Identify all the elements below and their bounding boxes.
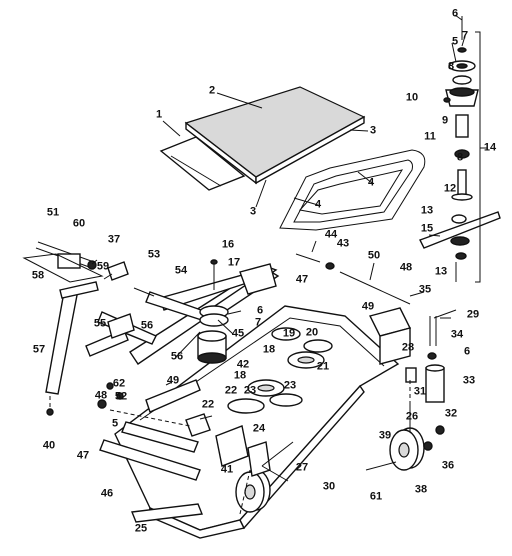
callout-46: 46 [100,487,114,500]
callout-16: 16 [221,238,235,251]
callout-47: 47 [295,273,309,286]
callout-30: 30 [322,480,336,493]
callout-26: 26 [405,410,419,423]
callout-9: 9 [441,114,449,127]
callout-28: 28 [401,341,415,354]
callout-5: 5 [111,417,119,430]
callout-29: 29 [466,308,480,321]
callout-37: 37 [107,233,121,246]
callout-61: 61 [369,490,383,503]
guide-lines [49,380,411,515]
leader-lines [91,14,487,482]
callout-56: 56 [140,319,154,332]
callout-23: 23 [243,384,257,397]
callout-6: 6 [463,345,471,358]
callout-57: 57 [32,343,46,356]
callout-20: 20 [305,326,319,339]
callout-3: 3 [369,124,377,137]
caster-wheel-left [235,441,271,513]
callout-49: 49 [166,374,180,387]
callout-6: 6 [256,304,264,317]
callout-18: 18 [262,343,276,356]
callout-10: 10 [405,91,419,104]
callout-62: 62 [112,377,126,390]
callout-12: 12 [443,182,457,195]
callout-8: 8 [456,151,464,164]
callout-54: 54 [174,264,188,277]
under-deck-pulleys [227,327,333,414]
callout-24: 24 [252,422,266,435]
callout-4: 4 [367,176,375,189]
callout-4: 4 [314,198,322,211]
front-frame [99,379,249,481]
callout-7: 7 [461,29,469,42]
callout-36: 36 [441,459,455,472]
callout-8: 8 [447,60,455,73]
drive-belts [279,149,426,231]
callout-33: 33 [462,374,476,387]
callout-60: 60 [72,217,86,230]
callout-6: 6 [451,7,459,20]
callout-49: 49 [361,300,375,313]
hardware [46,253,457,523]
callout-38: 38 [414,483,428,496]
callout-44: 44 [324,228,338,241]
callout-45: 45 [231,327,245,340]
callout-35: 35 [418,283,432,296]
callout-5: 5 [451,35,459,48]
callout-32: 32 [444,407,458,420]
center-pulley-assembly [197,305,229,364]
callout-2: 2 [208,84,216,97]
callout-14: 14 [483,141,497,154]
callout-48: 48 [94,389,108,402]
callout-13: 13 [420,204,434,217]
right-bracket [368,307,445,403]
callout-21: 21 [316,360,330,373]
callout-42: 42 [236,358,250,371]
callout-22: 22 [224,384,238,397]
callout-39: 39 [378,429,392,442]
callout-48: 48 [399,261,413,274]
callout-1: 1 [155,108,163,121]
callout-7: 7 [254,316,262,329]
callout-3: 3 [249,205,257,218]
callout-41: 41 [220,463,234,476]
callout-59: 59 [96,260,110,273]
callout-25: 25 [134,522,148,535]
callout-17: 17 [227,256,241,269]
callout-51: 51 [46,206,60,219]
spindle-assembly [419,16,501,283]
callout-27: 27 [295,461,309,474]
lift-arm [22,241,104,395]
callout-43: 43 [336,237,350,250]
pivot-bracket [107,261,155,339]
callout-18: 18 [233,369,247,382]
callout-13: 13 [434,265,448,278]
callout-58: 58 [31,269,45,282]
callout-40: 40 [42,439,56,452]
deck-shield-panel [159,86,366,191]
callout-34: 34 [450,328,464,341]
callout-15: 15 [420,222,434,235]
callout-19: 19 [282,327,296,340]
callout-53: 53 [147,248,161,261]
callout-50: 50 [367,249,381,262]
callout-22: 22 [201,398,215,411]
callout-47: 47 [76,449,90,462]
callout-55: 55 [93,317,107,330]
callout-52: 52 [114,390,128,403]
callout-56: 56 [170,350,184,363]
callout-31: 31 [413,385,427,398]
callout-11: 11 [424,130,436,143]
callout-23: 23 [283,379,297,392]
